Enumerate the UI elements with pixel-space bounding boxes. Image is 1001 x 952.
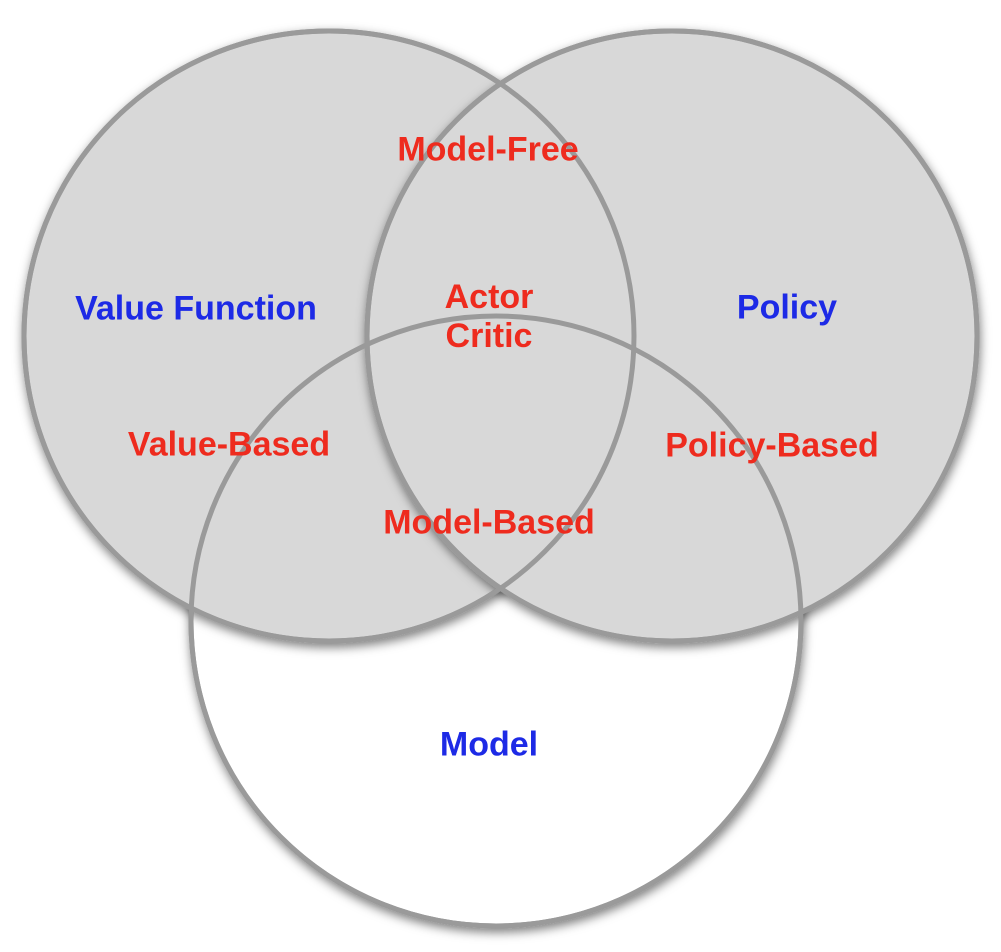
label-actor-critic-line2: Critic bbox=[445, 317, 533, 355]
model-circle-outline bbox=[188, 313, 804, 929]
policy-circle-outline bbox=[364, 28, 980, 644]
label-policy-based: Policy-Based bbox=[665, 426, 879, 465]
value-function-circle-outline bbox=[21, 28, 637, 644]
label-actor-critic-line1: Actor bbox=[444, 278, 534, 316]
label-model: Model bbox=[439, 725, 539, 764]
label-model-based: Model-Based bbox=[383, 503, 595, 542]
label-model-free: Model-Free bbox=[397, 130, 579, 169]
label-value-based: Value-Based bbox=[127, 425, 331, 464]
label-value-function: Value Function bbox=[75, 289, 317, 328]
label-actor-critic: Actor Critic bbox=[445, 278, 534, 356]
label-policy: Policy bbox=[736, 288, 838, 327]
